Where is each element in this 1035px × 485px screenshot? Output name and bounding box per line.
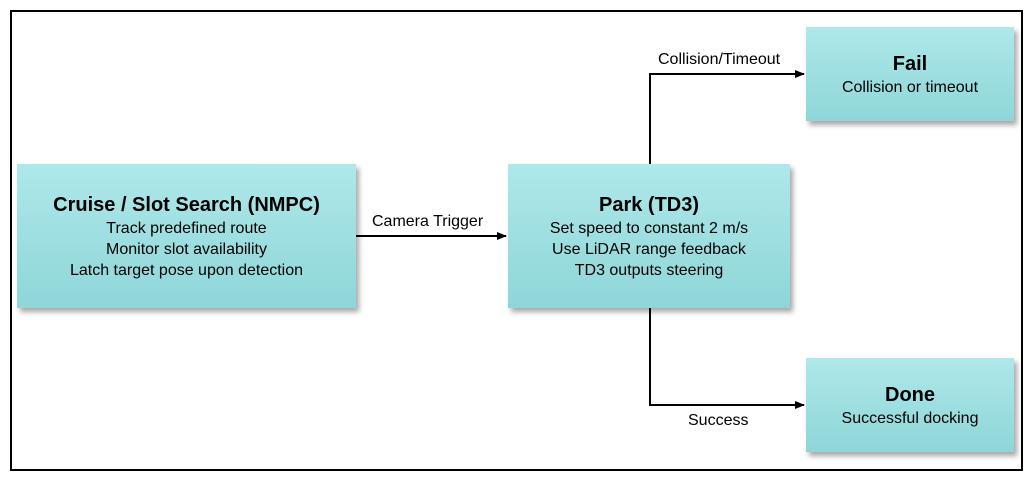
diagram-frame xyxy=(10,10,1023,471)
state-cruise-slot-search: Cruise / Slot Search (NMPC) Track predef… xyxy=(17,164,356,308)
state-line: Collision or timeout xyxy=(841,78,979,96)
state-park: Park (TD3) Set speed to constant 2 m/s U… xyxy=(508,164,790,308)
state-line: Monitor slot availability xyxy=(106,240,267,258)
edge-park-to-done xyxy=(649,308,805,409)
state-line: Track predefined route xyxy=(106,219,267,237)
state-title: Done xyxy=(885,383,935,406)
state-fail: Fail Collision or timeout xyxy=(806,27,1014,121)
state-done: Done Successful docking xyxy=(806,358,1014,452)
edge-park-to-fail xyxy=(649,70,805,164)
edge-label-success: Success xyxy=(688,412,749,429)
edge-label-camera-trigger: Camera Trigger xyxy=(372,213,484,230)
state-line: Latch target pose upon detection xyxy=(69,261,304,279)
state-title: Park (TD3) xyxy=(598,193,700,216)
edge-label-collision-timeout: Collision/Timeout xyxy=(658,51,781,68)
state-line: Use LiDAR range feedback xyxy=(552,240,746,258)
state-title: Cruise / Slot Search (NMPC) xyxy=(53,193,320,216)
state-line: TD3 outputs steering xyxy=(574,261,724,279)
state-title: Fail xyxy=(892,52,928,75)
state-line: Successful docking xyxy=(841,409,979,427)
state-line: Set speed to constant 2 m/s xyxy=(549,219,749,237)
